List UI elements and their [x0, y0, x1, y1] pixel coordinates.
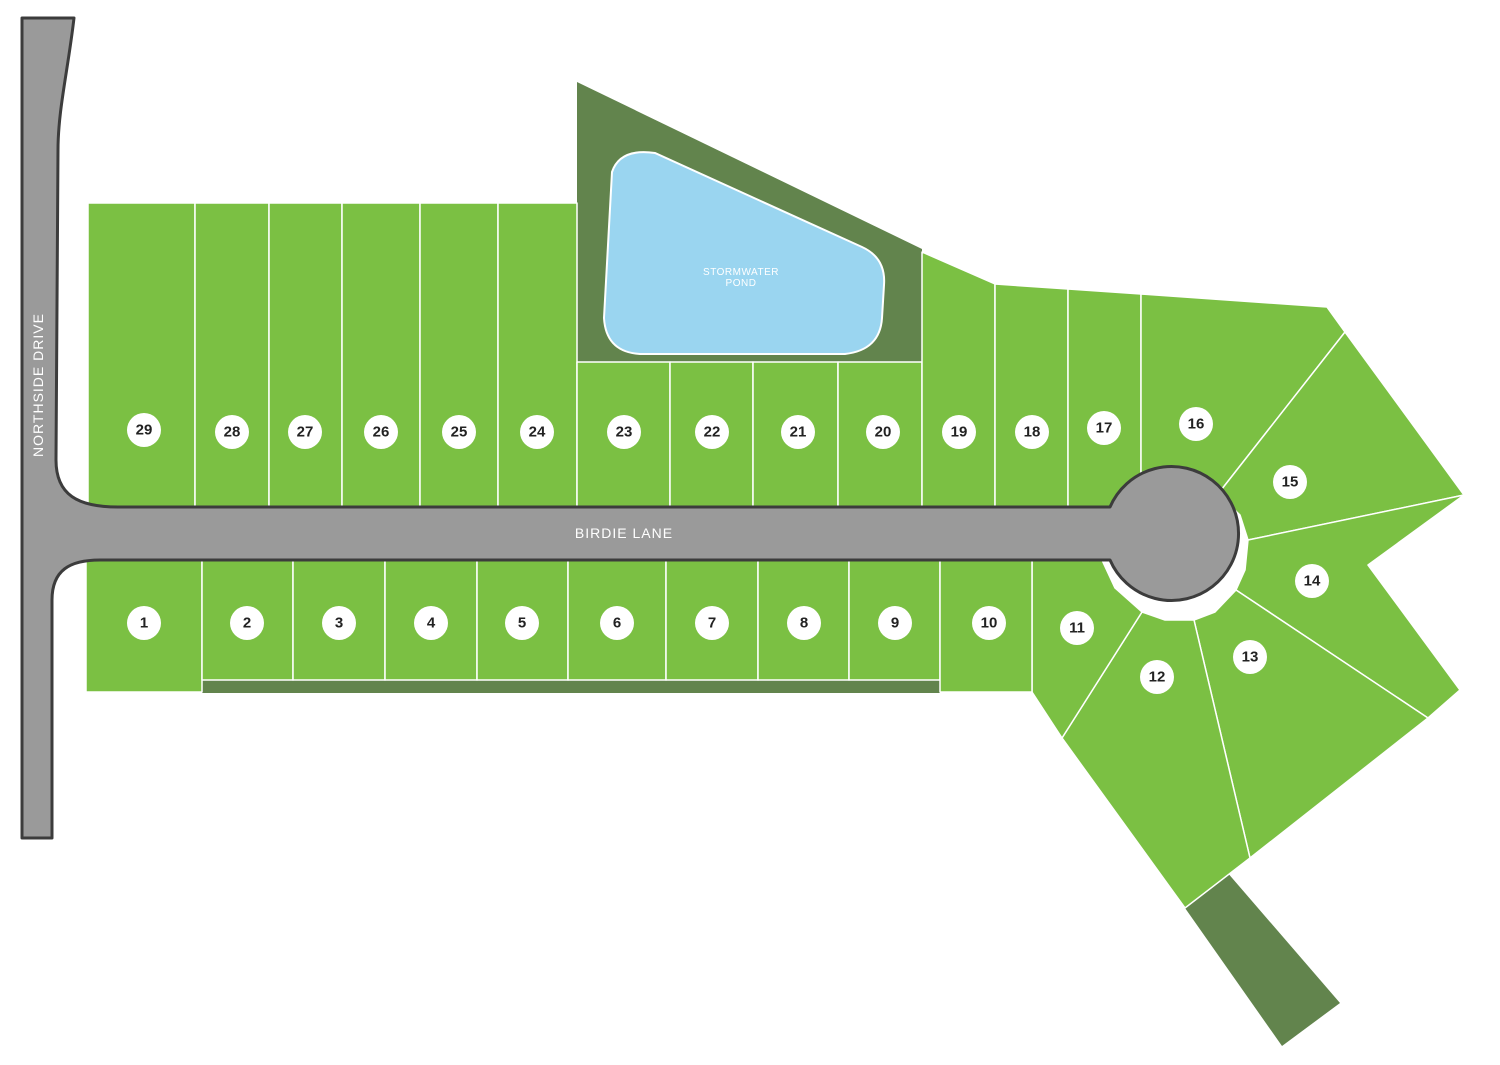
lot-number: 23	[616, 424, 633, 441]
lot-number: 29	[136, 422, 153, 439]
lot-number: 22	[704, 424, 721, 441]
pond-label-line1: STORMWATER	[703, 267, 779, 278]
lot-number: 16	[1188, 416, 1205, 433]
northside-drive	[20, 16, 1241, 840]
pond-label-line2: POND	[726, 278, 757, 289]
lot-badge-27[interactable]: 27	[288, 415, 322, 449]
lot-number: 18	[1024, 424, 1041, 441]
birdie-lane-label: BIRDIE LANE	[575, 525, 673, 541]
lot-badge-25[interactable]: 25	[442, 415, 476, 449]
lot-24[interactable]	[497, 202, 578, 508]
lot-number: 26	[373, 424, 390, 441]
lot-badge-28[interactable]: 28	[215, 415, 249, 449]
lot-number: 27	[297, 424, 314, 441]
lot-badge-15[interactable]: 15	[1273, 465, 1307, 499]
lot-19[interactable]	[921, 251, 996, 508]
lot-badge-10[interactable]: 10	[972, 606, 1006, 640]
lot-badge-22[interactable]: 22	[695, 415, 729, 449]
lot-badge-26[interactable]: 26	[364, 415, 398, 449]
lot-badge-12[interactable]: 12	[1140, 660, 1174, 694]
lot-badge-17[interactable]: 17	[1087, 411, 1121, 445]
lot-14[interactable]	[1235, 494, 1465, 719]
northside-drive-label: NORTHSIDE DRIVE	[30, 313, 46, 457]
lot-badge-1[interactable]: 1	[127, 606, 161, 640]
lot-badge-8[interactable]: 8	[787, 606, 821, 640]
lot-badge-6[interactable]: 6	[600, 606, 634, 640]
lot-badge-7[interactable]: 7	[695, 606, 729, 640]
lot-badge-16[interactable]: 16	[1179, 407, 1213, 441]
lot-badge-24[interactable]: 24	[520, 415, 554, 449]
lot-number: 19	[951, 424, 968, 441]
southeast-common-strip	[1185, 864, 1340, 1046]
lot-number: 10	[981, 615, 998, 632]
lot-badge-4[interactable]: 4	[414, 606, 448, 640]
lot-badge-23[interactable]: 23	[607, 415, 641, 449]
lot-number: 1	[140, 615, 148, 632]
lot-badge-21[interactable]: 21	[781, 415, 815, 449]
lot-number: 21	[790, 424, 807, 441]
lot-number: 12	[1149, 669, 1166, 686]
lot-badge-11[interactable]: 11	[1060, 611, 1094, 645]
lot-number: 4	[427, 615, 436, 632]
lot-28[interactable]	[194, 202, 270, 508]
south-buffer-strip	[202, 680, 940, 693]
lot-badge-18[interactable]: 18	[1015, 415, 1049, 449]
lot-number: 8	[800, 615, 808, 632]
lot-number: 17	[1096, 420, 1113, 437]
lot-number: 9	[891, 615, 899, 632]
lot-27[interactable]	[268, 202, 343, 508]
lot-26[interactable]	[341, 202, 421, 508]
lot-25[interactable]	[419, 202, 499, 508]
lot-number: 14	[1304, 573, 1321, 590]
lot-badge-5[interactable]: 5	[505, 606, 539, 640]
lot-badge-3[interactable]: 3	[322, 606, 356, 640]
lot-number: 13	[1242, 649, 1259, 666]
lot-badge-2[interactable]: 2	[230, 606, 264, 640]
lot-number: 2	[243, 615, 251, 632]
lot-number: 20	[875, 424, 892, 441]
lot-number: 25	[451, 424, 468, 441]
lot-badge-20[interactable]: 20	[866, 415, 900, 449]
lot-badge-13[interactable]: 13	[1233, 640, 1267, 674]
lot-number: 6	[613, 615, 621, 632]
lot-18[interactable]	[994, 283, 1069, 508]
lot-badge-29[interactable]: 29	[127, 413, 161, 447]
lot-29[interactable]	[87, 202, 196, 508]
lot-number: 5	[518, 615, 526, 632]
lot-17[interactable]	[1067, 288, 1142, 508]
lot-badge-14[interactable]: 14	[1295, 564, 1329, 598]
lot-number: 3	[335, 615, 343, 632]
lot-badge-9[interactable]: 9	[878, 606, 912, 640]
lot-badges: 29 28 27 26 25 24 23 22 21 20 19 18 17 1…	[127, 407, 1329, 694]
lot-number: 7	[708, 615, 716, 632]
stormwater-pond	[602, 151, 886, 355]
lot-number: 24	[529, 424, 546, 441]
lot-number: 11	[1069, 620, 1085, 637]
lot-number: 15	[1282, 474, 1299, 491]
lot-badge-19[interactable]: 19	[942, 415, 976, 449]
lot-number: 28	[224, 424, 241, 441]
north-lots	[87, 202, 1346, 508]
